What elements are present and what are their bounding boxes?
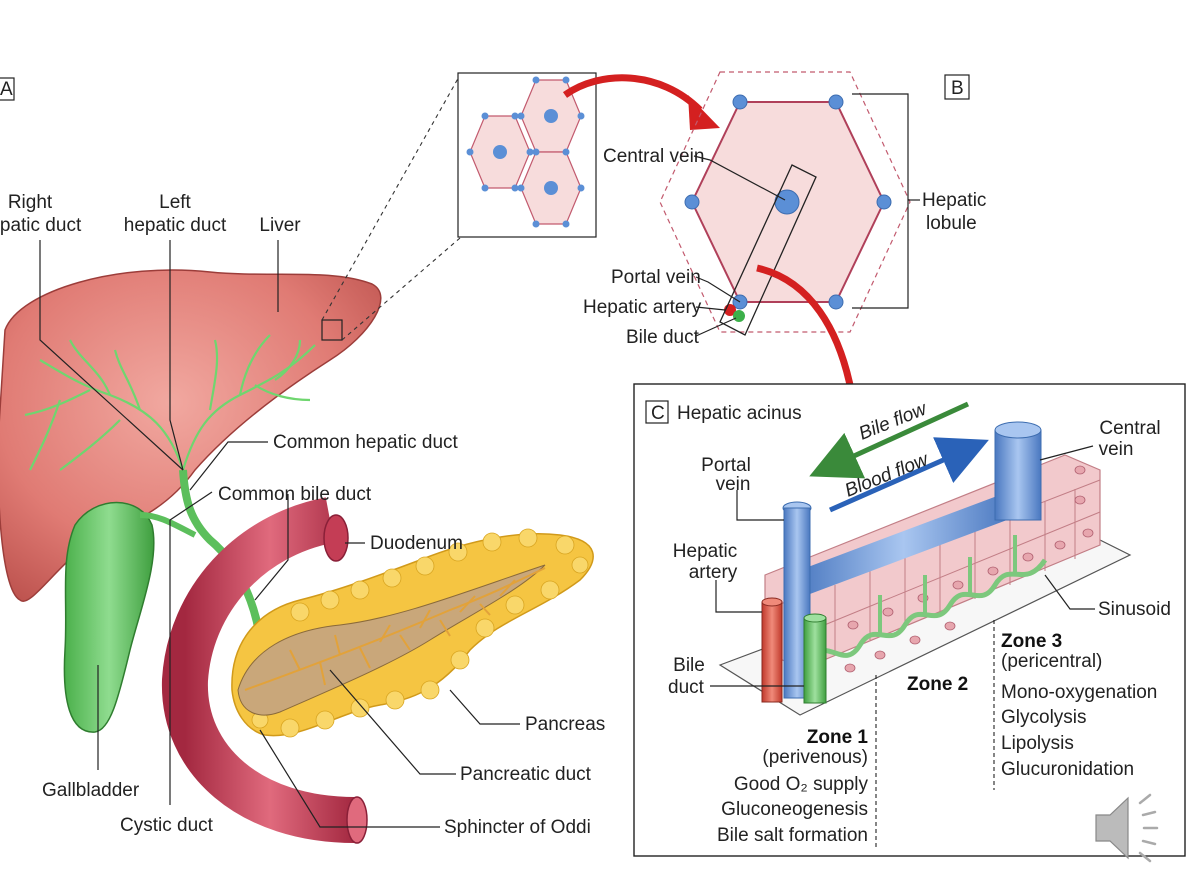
panel-c-leaders [710, 445, 1095, 687]
central-vein-label-c-1: Central [1099, 418, 1160, 439]
zone3-title: Zone 3 [1001, 631, 1062, 652]
bile-duct-label-c-1: Bile [673, 655, 705, 676]
hepatocyte-nuclei [812, 465, 1094, 673]
bile-duct-label-b: Bile duct [626, 327, 700, 348]
sinusoid-branches [878, 535, 1017, 635]
sphincter-of-oddi-label: Sphincter of Oddi [444, 817, 591, 838]
sinusoid-label: Sinusoid [1098, 599, 1171, 620]
panel-c-title: Hepatic acinus [677, 403, 802, 424]
zone3-item-3: Lipolysis [1001, 733, 1074, 754]
hepatic-lobule-label-1: Hepatic [922, 190, 986, 211]
panel-c: C Hepatic acinus [633, 383, 1186, 857]
zoom-line-bottom [341, 237, 461, 341]
acinus-slice-strip [719, 164, 817, 336]
zone2-title: Zone 2 [907, 674, 968, 695]
central-vein-cylinder [994, 429, 1042, 521]
inset-central-vein-1 [544, 109, 558, 123]
portal-vein-label-c-1: Portal [701, 455, 751, 476]
panel-a-letter: A [0, 79, 13, 100]
panel-b-leaders [693, 155, 786, 337]
duodenum-shape [161, 497, 356, 843]
left-hepatic-duct-label-1: Left [159, 192, 191, 213]
hepatic-artery-label-c-2: artery [689, 562, 738, 583]
speaker-icon[interactable] [1095, 793, 1159, 863]
sinusoid-path [813, 558, 1048, 658]
left-hepatic-duct-label-2: hepatic duct [124, 215, 227, 236]
hepatic-artery-tube [761, 601, 783, 703]
central-vein-label-c-2: vein [1099, 439, 1134, 460]
central-vein-opening [994, 421, 1042, 439]
inset-central-vein-3 [544, 181, 558, 195]
hepatic-artery-label-c-1: Hepatic [673, 541, 737, 562]
pancreatic-duct-branches [244, 567, 546, 691]
lobule-portal-triads [684, 94, 892, 310]
zone3-item-1: Mono-oxygenation [1001, 682, 1157, 703]
cystic-duct-shape [139, 512, 197, 538]
zone1-subtitle: (perivenous) [762, 747, 868, 768]
zoom-square [321, 319, 343, 341]
panel-c-letter: C [651, 403, 665, 424]
cystic-duct-label: Cystic duct [120, 815, 214, 836]
hepatic-lobule-label-2: lobule [926, 213, 977, 234]
zone3-subtitle: (pericentral) [1001, 651, 1102, 672]
gallbladder-label: Gallbladder [42, 780, 140, 801]
bile-duct-dot [733, 310, 745, 322]
zoom-line-top [321, 74, 461, 321]
zone3-item-2: Glycolysis [1001, 707, 1087, 728]
zone1-item-1: Good O₂ supply [734, 774, 869, 795]
zone3-item-4: Glucuronidation [1001, 759, 1134, 780]
arrow-to-c [756, 264, 856, 396]
panel-b-letter-box [944, 74, 970, 100]
panel-b: B Central vein Hepatic lobule Portal vei… [583, 71, 986, 422]
panel-b-letter: B [951, 78, 964, 99]
zone1-title: Zone 1 [807, 727, 869, 748]
common-bile-duct-label: Common bile duct [218, 484, 372, 505]
right-hepatic-duct-label-1: Right [8, 192, 53, 213]
bile-duct-label-c-2: duct [668, 677, 705, 698]
pancreas-label: Pancreas [525, 714, 605, 735]
pancreatic-duct-label: Pancreatic duct [460, 764, 592, 785]
panel-c-letter-box [645, 400, 669, 424]
inset-portal-triads [466, 76, 585, 228]
pancreas-lobules [251, 528, 589, 738]
blood-flow-arrow [828, 437, 989, 513]
panel-a: A [0, 74, 605, 844]
intrahepatic-ducts [24, 334, 316, 471]
bile-flow-arrow [809, 401, 970, 479]
portal-vein-label-c-2: vein [716, 474, 751, 495]
gallbladder-shape [63, 501, 155, 733]
portal-vein-label-b: Portal vein [611, 267, 701, 288]
bile-duct-opening [803, 613, 827, 623]
outer-dashed-hexagon [659, 71, 911, 333]
duodenum-label: Duodenum [370, 533, 463, 554]
hepatic-artery-label-b: Hepatic artery [583, 297, 702, 318]
duodenum-lower-end [346, 796, 368, 844]
zone1-item-2: Gluconeogenesis [721, 799, 868, 820]
panel-a-letter-box [0, 77, 15, 101]
bile-duct-tube [803, 617, 827, 704]
right-hepatic-duct-label-2: hepatic duct [0, 215, 82, 236]
central-vein-label: Central vein [603, 146, 704, 167]
hepatic-lobule-bracket [852, 93, 909, 309]
common-hepatic-duct-label: Common hepatic duct [273, 432, 459, 453]
lobule-inset [457, 72, 720, 238]
zone1-item-3: Bile salt formation [717, 825, 868, 846]
arrow-to-b [562, 74, 703, 113]
hepatic-artery-opening [761, 597, 783, 607]
duodenum-upper-end [323, 514, 349, 562]
panel-a-leaders [39, 240, 520, 828]
inset-central-vein-2 [493, 145, 507, 159]
arrow-to-b-head [688, 95, 720, 130]
liver-label: Liver [259, 215, 301, 236]
